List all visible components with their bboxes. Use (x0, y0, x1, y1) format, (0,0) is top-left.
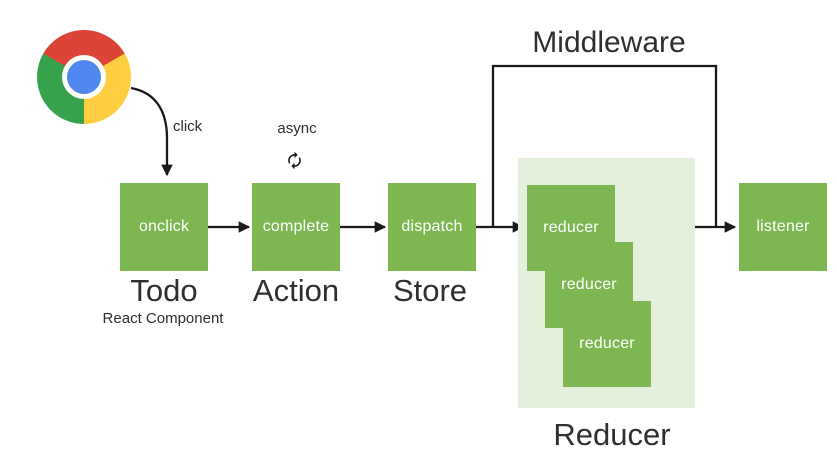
arrow-click-curve (130, 86, 173, 177)
chrome-logo-blue-center (67, 60, 101, 94)
chrome-browser-icon (37, 30, 131, 124)
sync-refresh-icon (288, 151, 301, 170)
node-reducer-3: reducer (563, 301, 651, 387)
label-click: click (173, 118, 203, 135)
label-store: Store (392, 273, 468, 308)
node-complete-label: complete (262, 218, 330, 235)
node-complete: complete (252, 183, 340, 271)
node-onclick: onclick (120, 183, 208, 271)
label-todo: Todo (130, 273, 198, 308)
label-async: async (277, 120, 317, 137)
node-dispatch: dispatch (388, 183, 476, 271)
label-action: Action (252, 273, 340, 308)
label-react-component: React Component (102, 310, 224, 327)
label-reducer-group: Reducer (553, 417, 671, 452)
node-reducer-3-label: reducer (579, 335, 635, 352)
node-listener: listener (739, 183, 827, 271)
node-dispatch-label: dispatch (401, 218, 463, 235)
node-reducer-1-label: reducer (543, 219, 599, 236)
label-middleware: Middleware (532, 26, 686, 59)
node-listener-label: listener (756, 218, 810, 235)
node-onclick-label: onclick (138, 218, 190, 235)
node-reducer-2-label: reducer (561, 276, 617, 293)
